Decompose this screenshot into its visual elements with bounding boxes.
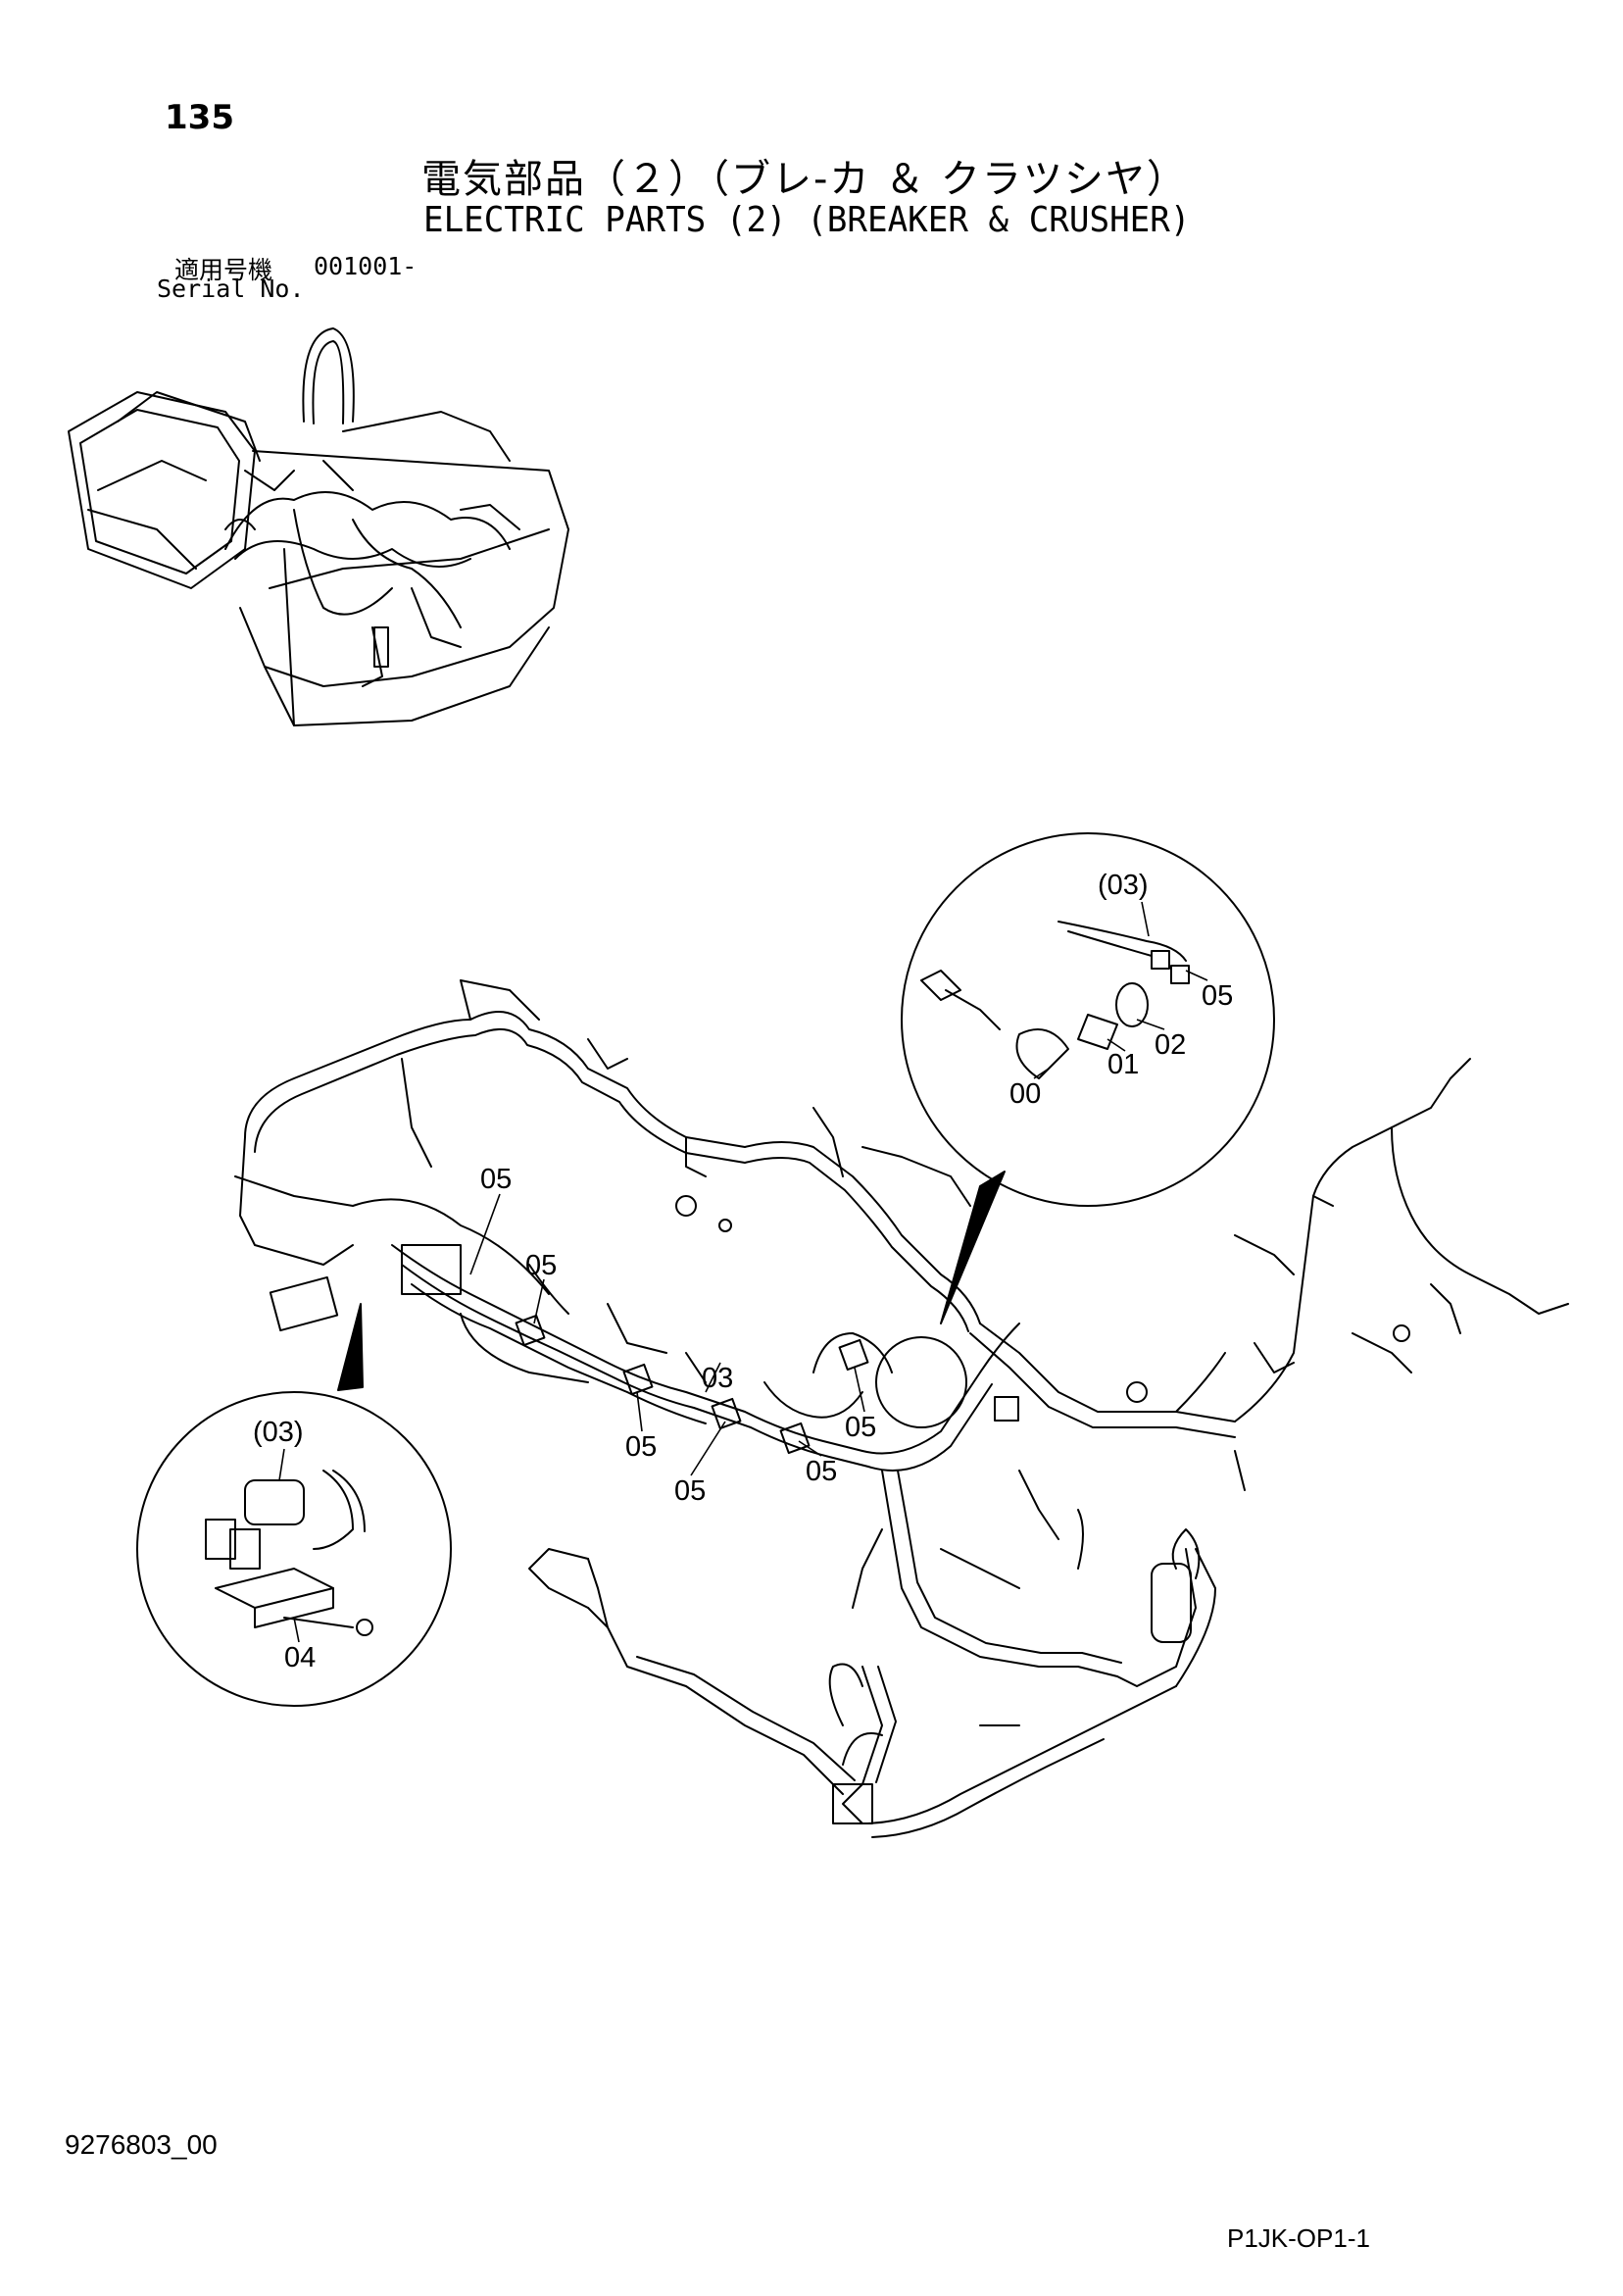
serial-label-english: Serial No. (157, 275, 305, 303)
callout-right-03-ref: (03) (1098, 870, 1149, 901)
callout-main-05-a: 05 (480, 1164, 512, 1195)
callout-right-01: 01 (1107, 1049, 1139, 1080)
callout-right-00: 00 (1009, 1078, 1041, 1110)
main-harness-drawing (234, 979, 1569, 1838)
callout-main-05-b: 05 (525, 1250, 557, 1281)
machine-overview-sketch (68, 327, 569, 726)
callout-main-05-f: 05 (845, 1412, 876, 1443)
callout-left-03-ref: (03) (253, 1417, 304, 1448)
serial-range: 001001- (314, 252, 418, 280)
callout-main-05-e: 05 (806, 1456, 837, 1487)
document-code: 9276803_00 (65, 2129, 218, 2160)
callout-right-05: 05 (1202, 980, 1233, 1012)
page-code: P1JK-OP1-1 (1227, 2223, 1370, 2253)
page-title-japanese: 電気部品（２）（ブレ-カ ＆ クラツシヤ） (421, 157, 1188, 202)
callout-labels: (03) 05 02 01 00 (03) 04 05 05 03 05 05 … (253, 870, 1233, 1673)
callout-right-02: 02 (1155, 1029, 1186, 1061)
callout-main-05-c: 05 (625, 1431, 657, 1463)
page-title-english: ELECTRIC PARTS (2) (BREAKER & CRUSHER) (423, 200, 1191, 240)
serial-label-japanese: 適用号機 (174, 256, 273, 284)
callout-left-04: 04 (284, 1642, 316, 1673)
page-number: 135 (165, 98, 234, 137)
detail-circle-right (901, 832, 1275, 1207)
leader-lines (278, 901, 1208, 1643)
callout-main-05-d: 05 (674, 1475, 706, 1507)
